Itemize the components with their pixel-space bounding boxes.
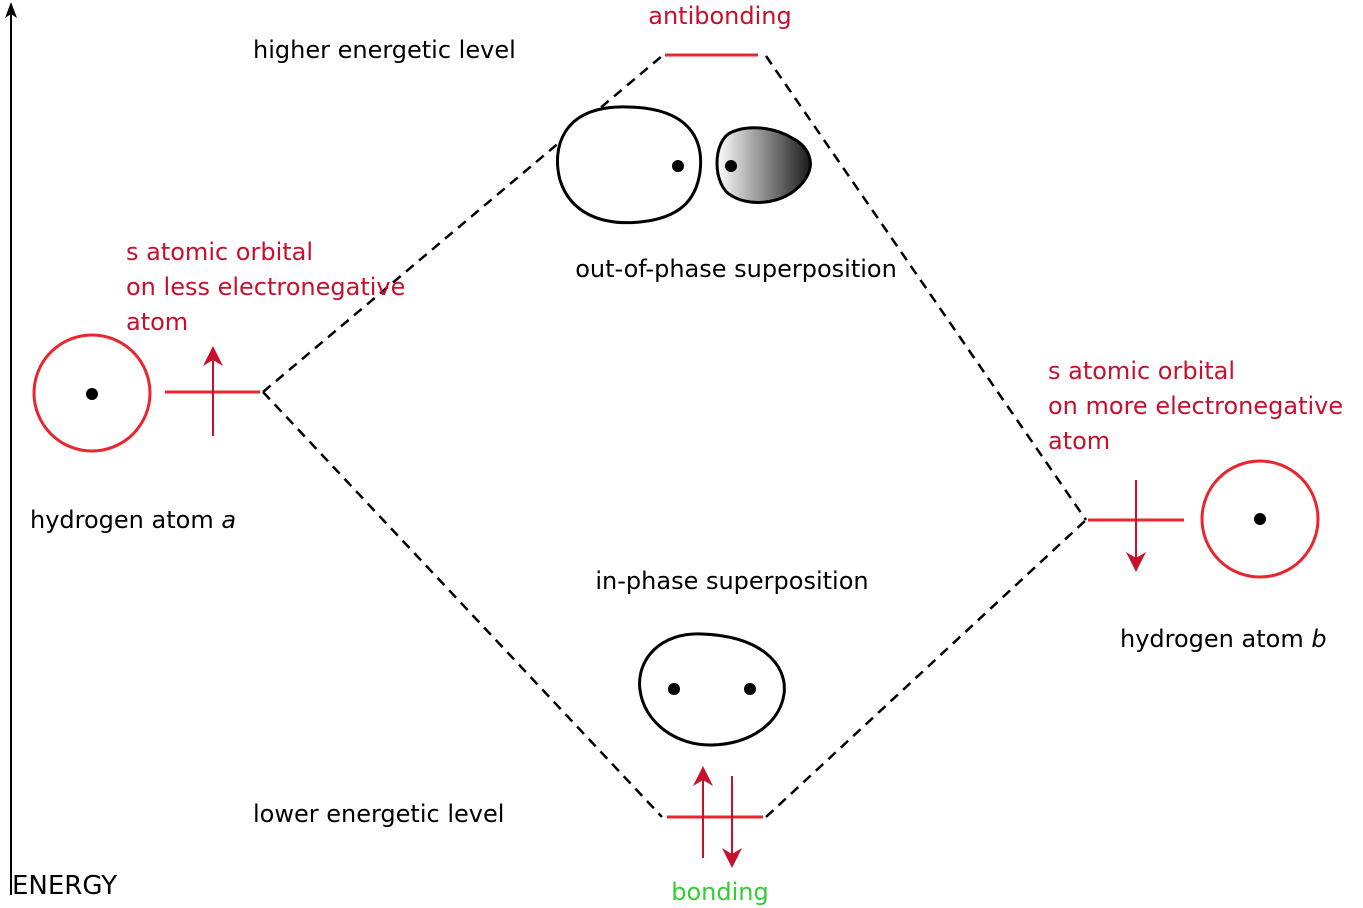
energy-axis [5, 2, 17, 895]
atom-a-label: hydrogen atom a [30, 506, 236, 534]
atom-b-label: hydrogen atom b [1120, 625, 1327, 653]
bonding-lobe [638, 632, 786, 747]
higher-level-label: higher energetic level [253, 36, 516, 64]
dash-a-to-bonding [262, 391, 663, 818]
atom-b-circle [1200, 459, 1320, 579]
axis-label: ENERGY [12, 871, 117, 901]
dash-bonding-to-b [765, 519, 1087, 818]
nucleus-dot [668, 683, 680, 695]
nucleus-dot [744, 683, 756, 695]
atom-a-circle [32, 333, 152, 453]
nucleus-dot [725, 160, 737, 172]
atom-a-orbital-line-1: s atomic orbital [126, 238, 313, 266]
atom-b-orbital-line-3: atom [1048, 427, 1110, 455]
atom-b-orbital-level [1088, 480, 1184, 572]
nucleus-dot [672, 160, 684, 172]
bonding-level [667, 766, 763, 868]
shaded-lobe [715, 126, 812, 204]
atom-a-orbital-line-2: on less electronegative [126, 273, 405, 301]
dash-antibonding-to-b [764, 55, 1088, 521]
dash-a-to-antibonding [262, 55, 663, 393]
antibonding-label: antibonding [648, 2, 791, 30]
atom-b-orbital-line-1: s atomic orbital [1048, 357, 1235, 385]
out-of-phase-orbital [556, 105, 812, 225]
in-phase-orbital [638, 632, 786, 747]
bonding-label: bonding [671, 878, 768, 906]
out-of-phase-label: out-of-phase superposition [575, 255, 897, 283]
axis-arrow-icon [5, 2, 17, 18]
atom-a [32, 333, 152, 453]
nucleus-dot [86, 388, 98, 400]
atom-b [1200, 459, 1320, 579]
atom-a-orbital-level [165, 346, 260, 436]
white-lobe [556, 105, 703, 225]
atom-b-orbital-line-2: on more electronegative [1048, 392, 1343, 420]
nucleus-dot [1254, 513, 1266, 525]
lower-level-label: lower energetic level [253, 800, 504, 828]
in-phase-label: in-phase superposition [595, 567, 868, 595]
atom-a-orbital-line-3: atom [126, 308, 188, 336]
